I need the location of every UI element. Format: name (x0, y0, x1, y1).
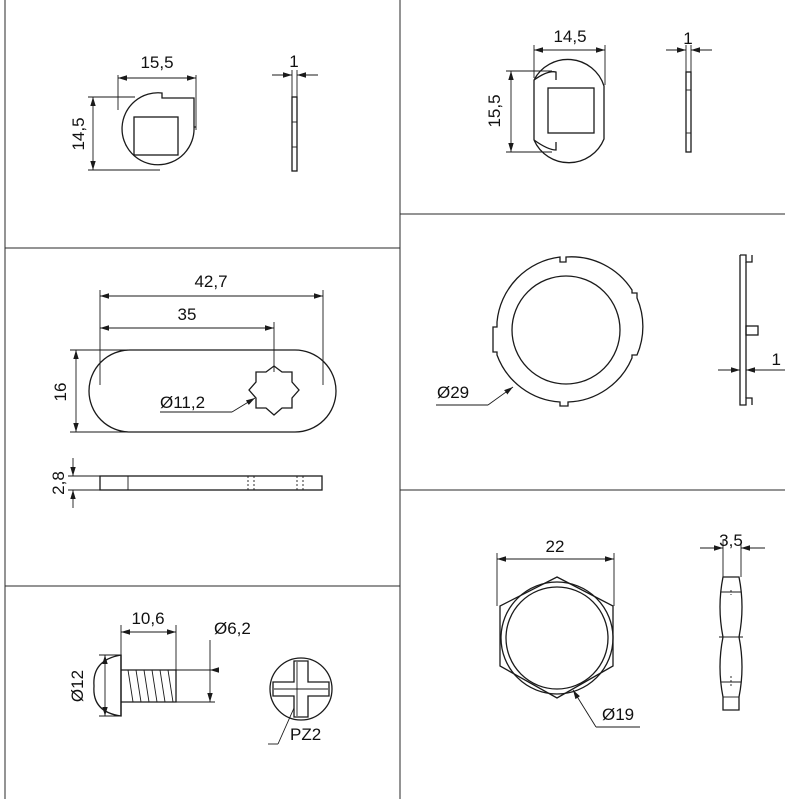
screw-head-diameter-label: Ø12 (68, 670, 87, 702)
cam-square-b-thickness-label: 1 (683, 29, 692, 48)
panel-screw: 10,6 Ø6,2 Ø12 PZ2 (68, 609, 333, 745)
hex-nut-inner-diameter-label: Ø19 (602, 705, 634, 724)
cam-lever-front-view (88, 349, 337, 433)
screw-head-top-view (269, 657, 333, 721)
star-hole (248, 365, 300, 416)
grid-frame (4, 0, 785, 799)
cam-square-a-front-view (121, 92, 196, 166)
screw-side-view (93, 654, 177, 717)
cam-square-b-height-label: 15,5 (485, 94, 504, 127)
panel-washer: Ø29 1 (436, 254, 785, 407)
cam-square-a-thickness-label: 1 (289, 52, 298, 71)
cam-square-a-width-label: 15,5 (140, 53, 173, 72)
panel-cam-square-b: 14,5 15,5 1 (485, 27, 712, 164)
hex-nut-thickness-label: 3,5 (719, 531, 743, 550)
cam-lever-thickness-label: 2,8 (49, 471, 68, 495)
screw-thread-diameter-label: Ø6,2 (214, 619, 251, 638)
cam-lever-hole-diameter-label: Ø11,2 (160, 393, 205, 412)
screw-length-label: 10,6 (131, 609, 164, 628)
hex-nut-front-view (499, 576, 614, 699)
cam-square-b-front-view (533, 58, 605, 164)
washer-diameter-label: Ø29 (437, 383, 469, 402)
panel-cam-lever: 42,7 35 16 Ø11,2 2,8 (49, 272, 337, 508)
cam-lever-side-view (99, 475, 323, 491)
cam-square-b-side-view (685, 71, 692, 153)
cam-square-a-side-view (291, 96, 298, 172)
washer-front-view (492, 256, 644, 407)
washer-thickness-label: 1 (772, 350, 781, 369)
cam-square-b-width-label: 14,5 (553, 27, 586, 46)
panel-hex-nut: 22 Ø19 3,5 (496, 531, 765, 728)
hex-nut-side-view (719, 576, 743, 711)
panel-cam-square-a: 15,5 14,5 1 (69, 52, 318, 172)
cam-lever-center-distance-label: 35 (178, 305, 197, 324)
cam-lever-height-label: 16 (51, 383, 70, 402)
washer-side-view (739, 254, 759, 406)
cam-square-a-height-label: 14,5 (69, 117, 88, 150)
screw-drive-label: PZ2 (290, 725, 321, 744)
hex-nut-width-label: 22 (546, 537, 565, 556)
cam-lever-length-label: 42,7 (194, 272, 227, 291)
